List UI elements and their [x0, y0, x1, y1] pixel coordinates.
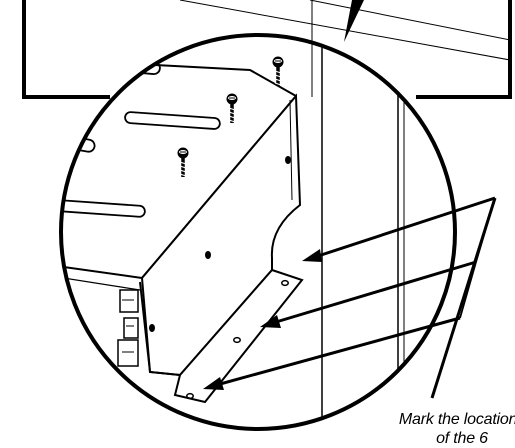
inset-box [22, 0, 512, 99]
detail-pointer [344, 0, 364, 42]
magnifier-circle [59, 33, 457, 431]
screw-icon [270, 54, 286, 88]
caption-line-1: Mark the locations [398, 411, 515, 428]
callout-arrows [203, 196, 497, 399]
instruction-caption: Mark the locations of the 6 [392, 410, 515, 448]
caption-line-2: of the 6 [436, 430, 488, 447]
